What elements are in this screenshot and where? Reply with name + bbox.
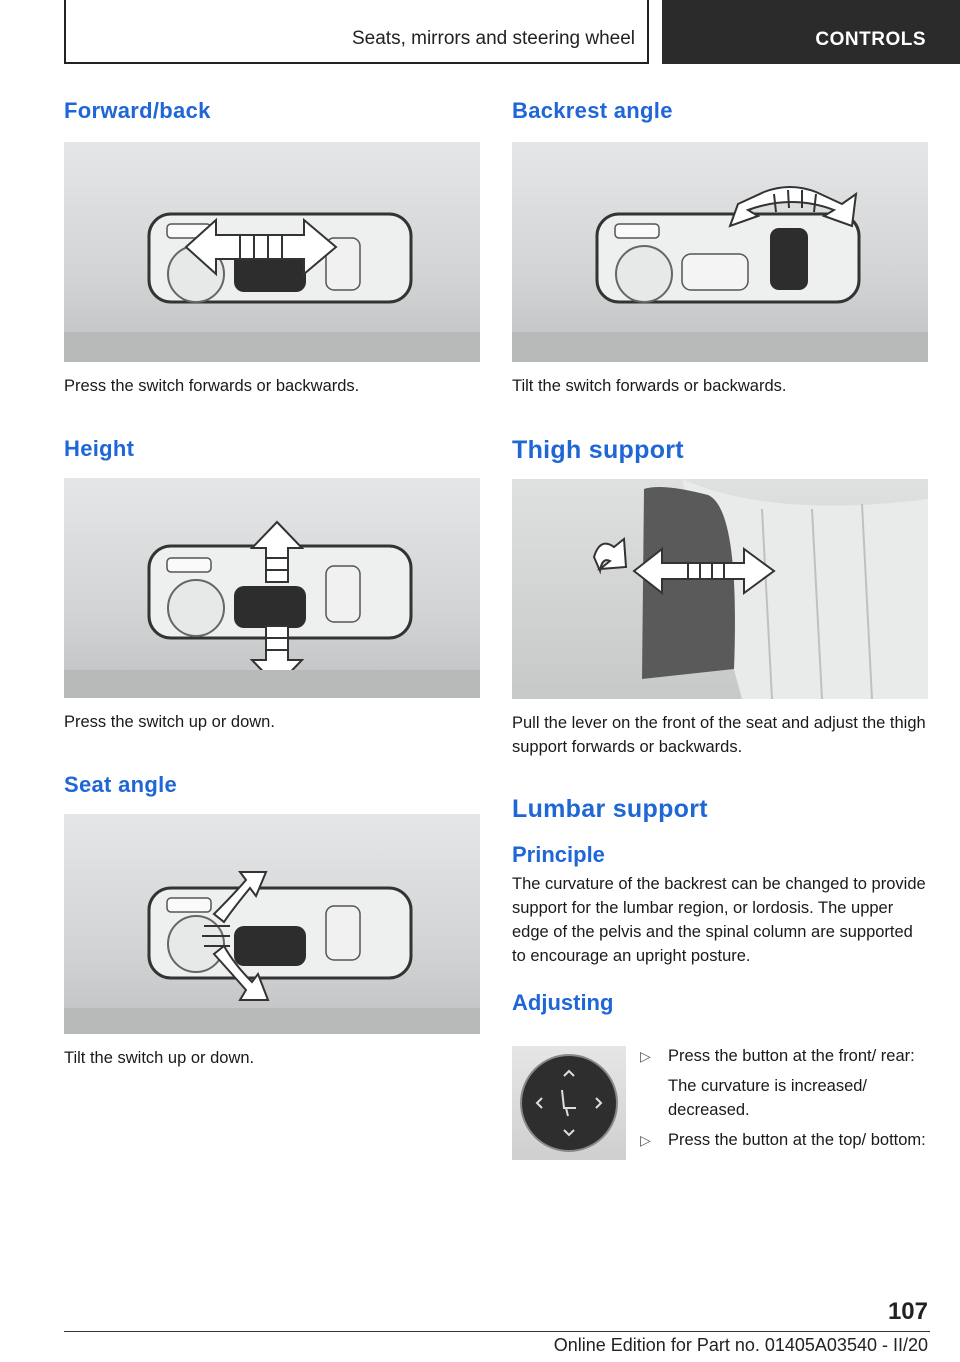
footer-divider <box>64 1331 930 1332</box>
principle-text: The curvature of the backrest can be cha… <box>512 875 926 965</box>
header-box: Seats, mirrors and steering wheel <box>64 0 649 64</box>
right-column: Backrest angle Tilt the switch forwards … <box>512 98 928 1186</box>
figure-backrest-angle <box>512 142 928 362</box>
triangle-bullet-icon: ▷ <box>640 1048 651 1064</box>
list-item: ▷ Press the button at the front/ rear: <box>640 1044 930 1068</box>
bullet-text: Press the button at the front/ rear: <box>668 1047 915 1065</box>
heading-height: Height <box>64 436 135 461</box>
bullet-text: Press the button at the top/ bottom: <box>668 1131 926 1149</box>
lumbar-button-illustration <box>512 1046 626 1160</box>
section-tab-label: CONTROLS <box>815 29 926 50</box>
thigh-support-illustration <box>592 479 928 699</box>
triangle-bullet-icon: ▷ <box>640 1132 651 1148</box>
seat-switch-illustration <box>64 871 480 1034</box>
figure-seat-angle <box>64 814 480 1034</box>
chapter-title: Seats, mirrors and steering wheel <box>351 28 635 49</box>
heading-seat-angle: Seat angle <box>64 772 178 797</box>
seat-switch-illustration <box>64 520 480 698</box>
list-item: ▷ Press the button at the top/ bottom: <box>640 1128 930 1152</box>
adjusting-list: ▷ Press the button at the front/ rear: T… <box>640 1044 930 1152</box>
seat-switch-illustration <box>64 212 480 362</box>
figure-height <box>64 478 480 698</box>
heading-thigh-support: Thigh support <box>512 436 684 464</box>
adjusting-section: ▷ Press the button at the front/ rear: T… <box>512 1016 928 1186</box>
heading-forward-back: Forward/back <box>64 98 211 123</box>
caption-seat-angle: Tilt the switch up or down. <box>64 1049 255 1067</box>
bullet-subtext: The curvature is increased/ decreased. <box>668 1077 868 1119</box>
caption-forward-back: Press the switch forwards or backwards. <box>64 377 360 395</box>
edition-text: Online Edition for Part no. 01405A03540 … <box>553 1335 928 1355</box>
seat-switch-illustration <box>512 186 928 362</box>
page-number: 107 <box>887 1298 928 1325</box>
heading-backrest-angle: Backrest angle <box>512 98 673 123</box>
heading-adjusting: Adjusting <box>512 990 614 1015</box>
caption-height: Press the switch up or down. <box>64 713 275 731</box>
heading-lumbar-support: Lumbar support <box>512 795 708 823</box>
figure-thigh-support <box>512 479 928 699</box>
left-column: Forward/back Press the switch forwards o… <box>64 98 480 1070</box>
lumbar-control-icon <box>520 1054 618 1152</box>
caption-thigh-support: Pull the lever on the front of the seat … <box>512 714 926 756</box>
section-tab[interactable]: CONTROLS <box>662 0 960 64</box>
caption-backrest-angle: Tilt the switch forwards or backwards. <box>512 377 787 395</box>
heading-principle: Principle <box>512 842 605 867</box>
figure-forward-back <box>64 142 480 362</box>
